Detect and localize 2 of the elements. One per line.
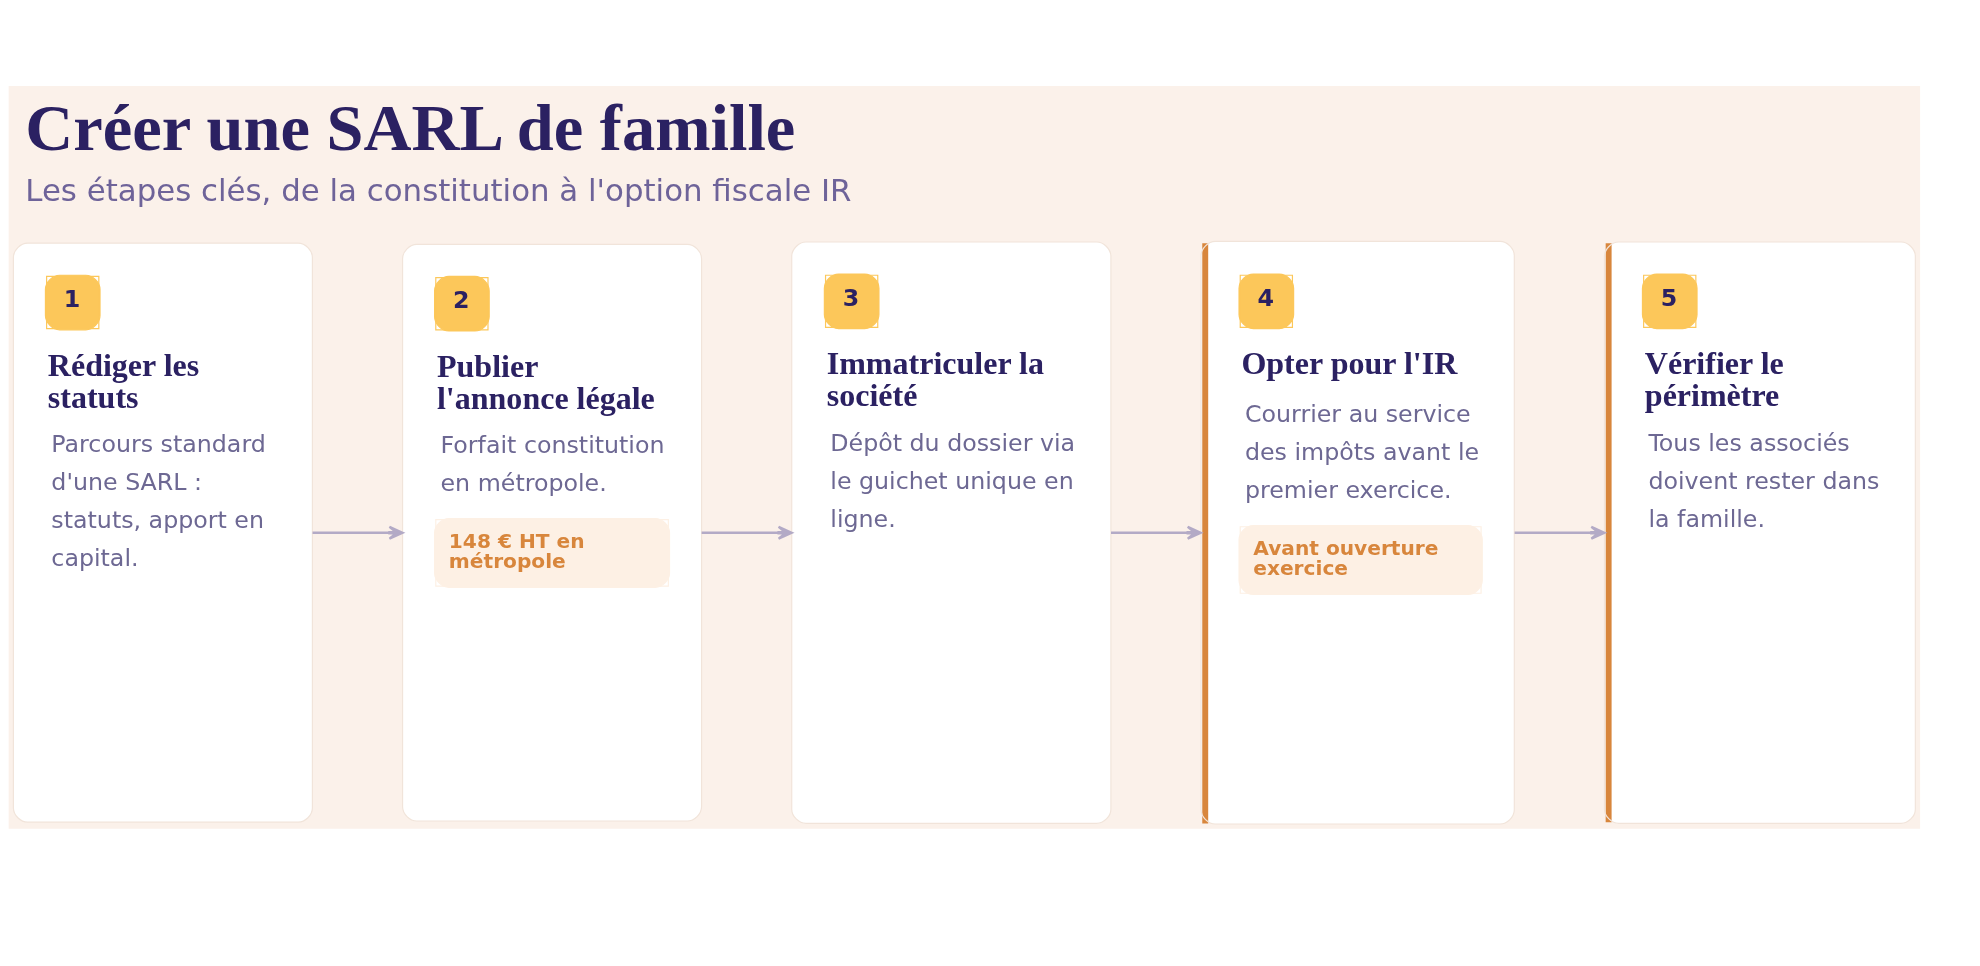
caption: Les étapes clés, de la constitution à l'option fiscale IR	[25, 172, 852, 209]
diagram-title: Créer une SARL de famille	[25, 91, 796, 165]
